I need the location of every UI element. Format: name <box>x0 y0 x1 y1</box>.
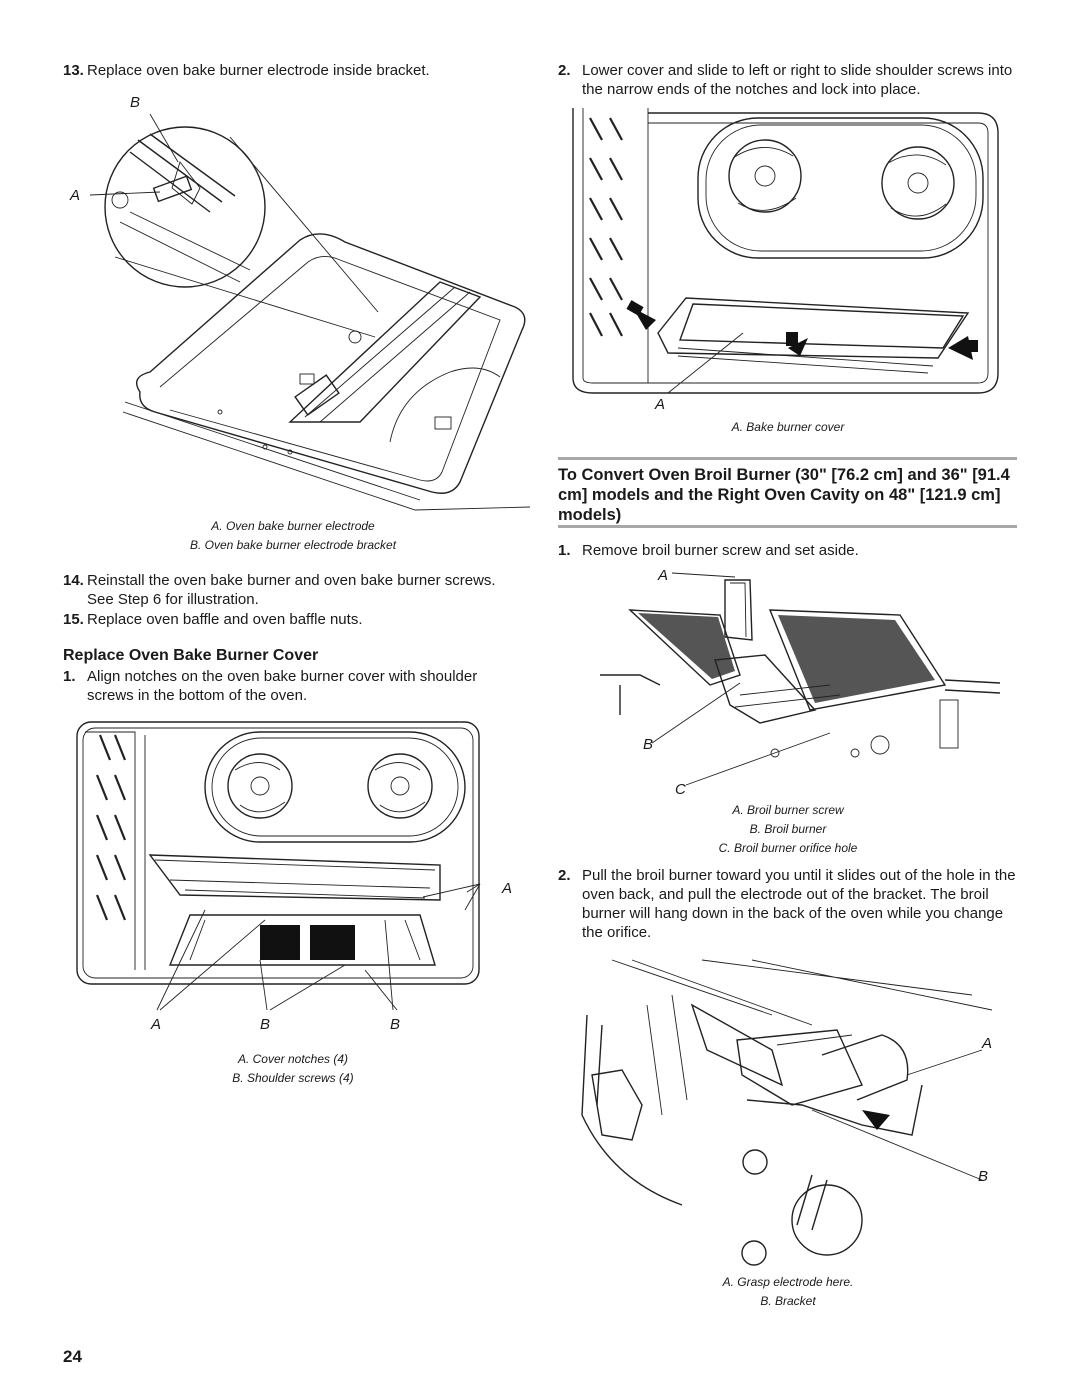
caption-a: A. Broil burner screw <box>732 803 844 817</box>
figure-3-caption: A. Bake burner cover <box>558 418 1018 437</box>
figure-label-b-1: B <box>260 1016 271 1033</box>
figure-label-a: A <box>982 1035 993 1052</box>
figure-label-a: A <box>655 396 666 413</box>
figure-broil-electrode: A B <box>572 955 1002 1275</box>
step-1-remove-screw: 1. Remove broil burner screw and set asi… <box>558 541 1018 560</box>
broil-burner-illustration <box>600 572 1001 786</box>
step-text: Lower cover and slide to left or right t… <box>582 62 1013 98</box>
section-rule-top <box>558 457 1017 460</box>
caption-a: A. Cover notches (4) <box>237 1052 349 1066</box>
figure-bake-burner-electrode: B A <box>60 92 531 512</box>
figure-cover-notches: A A B B <box>75 720 520 1040</box>
step-number: 1. <box>63 668 76 685</box>
figure-bake-burner-cover: A <box>568 108 1008 413</box>
figure-label-b: B <box>978 1168 989 1185</box>
figure-label-a-right: A <box>502 880 513 897</box>
step-14: 14. Reinstall the oven bake burner and o… <box>63 571 523 609</box>
caption-b: B. Broil burner <box>749 822 827 836</box>
step-number: 15. <box>63 611 84 628</box>
step-13: 13. Replace oven bake burner electrode i… <box>63 61 523 80</box>
figure-5-caption: A. Grasp electrode here. B. Bracket <box>558 1273 1018 1311</box>
step-number: 13. <box>63 62 84 79</box>
caption-a: A. Grasp electrode here. <box>722 1275 854 1289</box>
step-text: Remove broil burner screw and set aside. <box>582 542 859 559</box>
step-15: 15. Replace oven baffle and oven baffle … <box>63 610 523 629</box>
caption-a: A. Oven bake burner electrode <box>211 519 375 533</box>
figure-broil-burner: A B C <box>600 565 1001 798</box>
caption-c: C. Broil burner orifice hole <box>718 841 858 855</box>
oven-cavity-illustration <box>76 721 481 1011</box>
step-text: Reinstall the oven bake burner and oven … <box>87 572 496 608</box>
step-text: Pull the broil burner toward you until i… <box>582 867 1016 941</box>
step-text: Replace oven baffle and oven baffle nuts… <box>87 611 363 628</box>
figure-2-caption: A. Cover notches (4) B. Shoulder screws … <box>63 1050 523 1088</box>
caption-b: B. Oven bake burner electrode bracket <box>189 538 397 552</box>
figure-label-a: A <box>70 187 81 204</box>
step-text: Align notches on the oven bake burner co… <box>87 668 478 704</box>
figure-4-caption: A. Broil burner screw B. Broil burner C.… <box>558 801 1018 858</box>
bake-burner-cover-illustration <box>572 108 999 394</box>
caption-b: B. Bracket <box>760 1294 816 1308</box>
figure-label-b: B <box>643 736 654 753</box>
figure-label-a-bottom: A <box>151 1016 162 1033</box>
oven-bake-burner-illustration <box>89 113 531 511</box>
figure-label-b: B <box>130 94 141 111</box>
caption-a: A. Bake burner cover <box>731 420 845 434</box>
page-number: 24 <box>63 1347 82 1366</box>
step-2-pull-burner: 2. Pull the broil burner toward you unti… <box>558 866 1018 942</box>
caption-b: B. Shoulder screws (4) <box>232 1071 354 1085</box>
section-heading-replace-cover: Replace Oven Bake Burner Cover <box>63 647 319 664</box>
step-number: 2. <box>558 62 571 79</box>
figure-label-c: C <box>675 781 686 798</box>
step-number: 1. <box>558 542 571 559</box>
section-heading-convert-broil: To Convert Oven Broil Burner (30" [76.2 … <box>558 466 1010 524</box>
step-number: 14. <box>63 572 84 589</box>
step-2-lower-cover: 2. Lower cover and slide to left or righ… <box>558 61 1018 99</box>
step-1-align: 1. Align notches on the oven bake burner… <box>63 667 523 705</box>
section-rule-bottom <box>558 525 1017 528</box>
step-number: 2. <box>558 867 571 884</box>
figure-label-b-2: B <box>390 1016 401 1033</box>
step-text: Replace oven bake burner electrode insid… <box>87 62 430 79</box>
broil-electrode-illustration <box>581 959 993 1266</box>
figure-label-a: A <box>658 567 669 584</box>
figure-1-caption: A. Oven bake burner electrode B. Oven ba… <box>63 517 523 555</box>
